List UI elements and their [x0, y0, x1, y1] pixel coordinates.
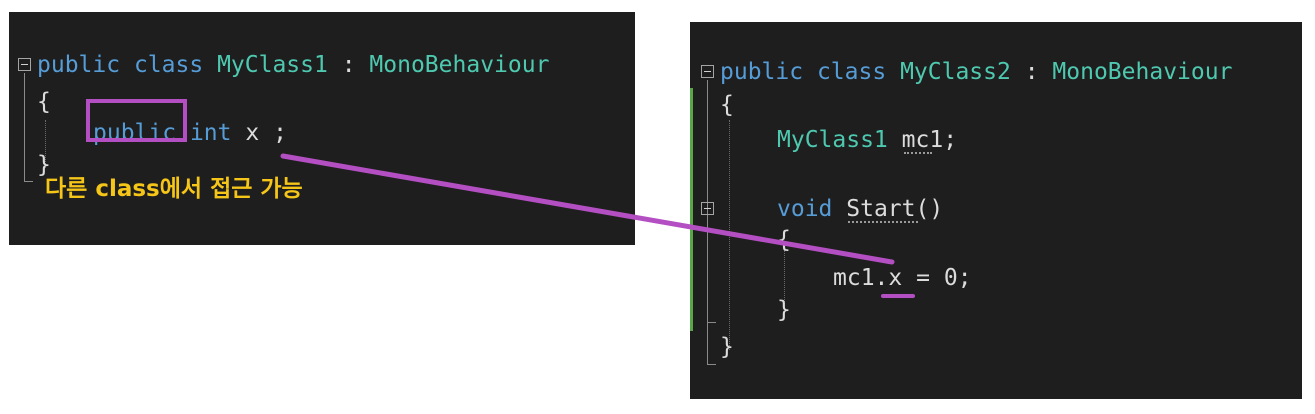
- fold-guide-end: [707, 322, 716, 323]
- collapse-icon[interactable]: [701, 65, 714, 78]
- field-declaration-line: MyClass1 mc1;: [777, 125, 957, 155]
- semicolon: ;: [957, 265, 972, 291]
- fold-guide-line: [24, 73, 25, 181]
- collapse-icon[interactable]: [18, 58, 31, 71]
- class-name: MyClass1: [217, 52, 328, 78]
- suggestion-underline: [904, 152, 932, 154]
- semicolon: ;: [943, 127, 958, 153]
- object-name: mc1: [833, 265, 875, 291]
- method-open-brace: {: [777, 227, 791, 253]
- annotation-text: 다른 class에서 접근 가능: [45, 176, 303, 202]
- fold-guide-end: [24, 181, 33, 182]
- open-brace: {: [37, 89, 51, 115]
- field-type: MyClass1: [777, 127, 888, 153]
- inherit-colon: :: [1024, 59, 1039, 85]
- indent-guide: [784, 250, 785, 310]
- member-access-dot: .: [874, 265, 889, 291]
- keyword-class: class: [816, 59, 887, 85]
- change-indicator-bar: [690, 88, 693, 331]
- base-class-name: MonoBehaviour: [1052, 59, 1233, 85]
- class-declaration-line: public class MyClass2 : MonoBehaviour: [720, 57, 1232, 87]
- keyword-int: int: [189, 120, 232, 146]
- method-declaration-line: void Start(): [777, 194, 943, 224]
- close-brace: }: [720, 334, 734, 360]
- keyword-public: public: [37, 52, 121, 78]
- class-name: MyClass2: [900, 59, 1011, 85]
- assignment-line: mc1.x = 0;: [833, 263, 972, 293]
- assigned-value: 0: [943, 265, 958, 291]
- keyword-void: void: [777, 196, 833, 222]
- open-brace: {: [720, 92, 734, 118]
- assign-operator: =: [916, 265, 930, 291]
- method-close-brace: }: [777, 297, 791, 323]
- collapse-icon[interactable]: [701, 202, 714, 215]
- semicolon: ;: [273, 120, 287, 146]
- keyword-public: public: [720, 59, 804, 85]
- base-class-name: MonoBehaviour: [369, 52, 550, 78]
- inherit-colon: :: [341, 52, 356, 78]
- indent-guide: [45, 120, 46, 168]
- field-name: x: [245, 120, 260, 146]
- suggestion-underline: [848, 221, 918, 223]
- indent-guide: [729, 120, 730, 350]
- keyword-class: class: [133, 52, 204, 78]
- fold-guide-end: [707, 364, 716, 365]
- code-panel-myclass2: public class MyClass2 : MonoBehaviour { …: [690, 22, 1302, 399]
- member-underline-mark: [881, 294, 915, 298]
- method-name: Start: [846, 196, 916, 222]
- class-declaration-line: public class MyClass1 : MonoBehaviour: [37, 50, 549, 80]
- public-highlight-box: [86, 99, 187, 142]
- close-brace: }: [37, 152, 51, 178]
- member-name: x: [888, 265, 903, 291]
- field-name: mc1: [901, 127, 944, 153]
- parentheses: (): [915, 196, 944, 222]
